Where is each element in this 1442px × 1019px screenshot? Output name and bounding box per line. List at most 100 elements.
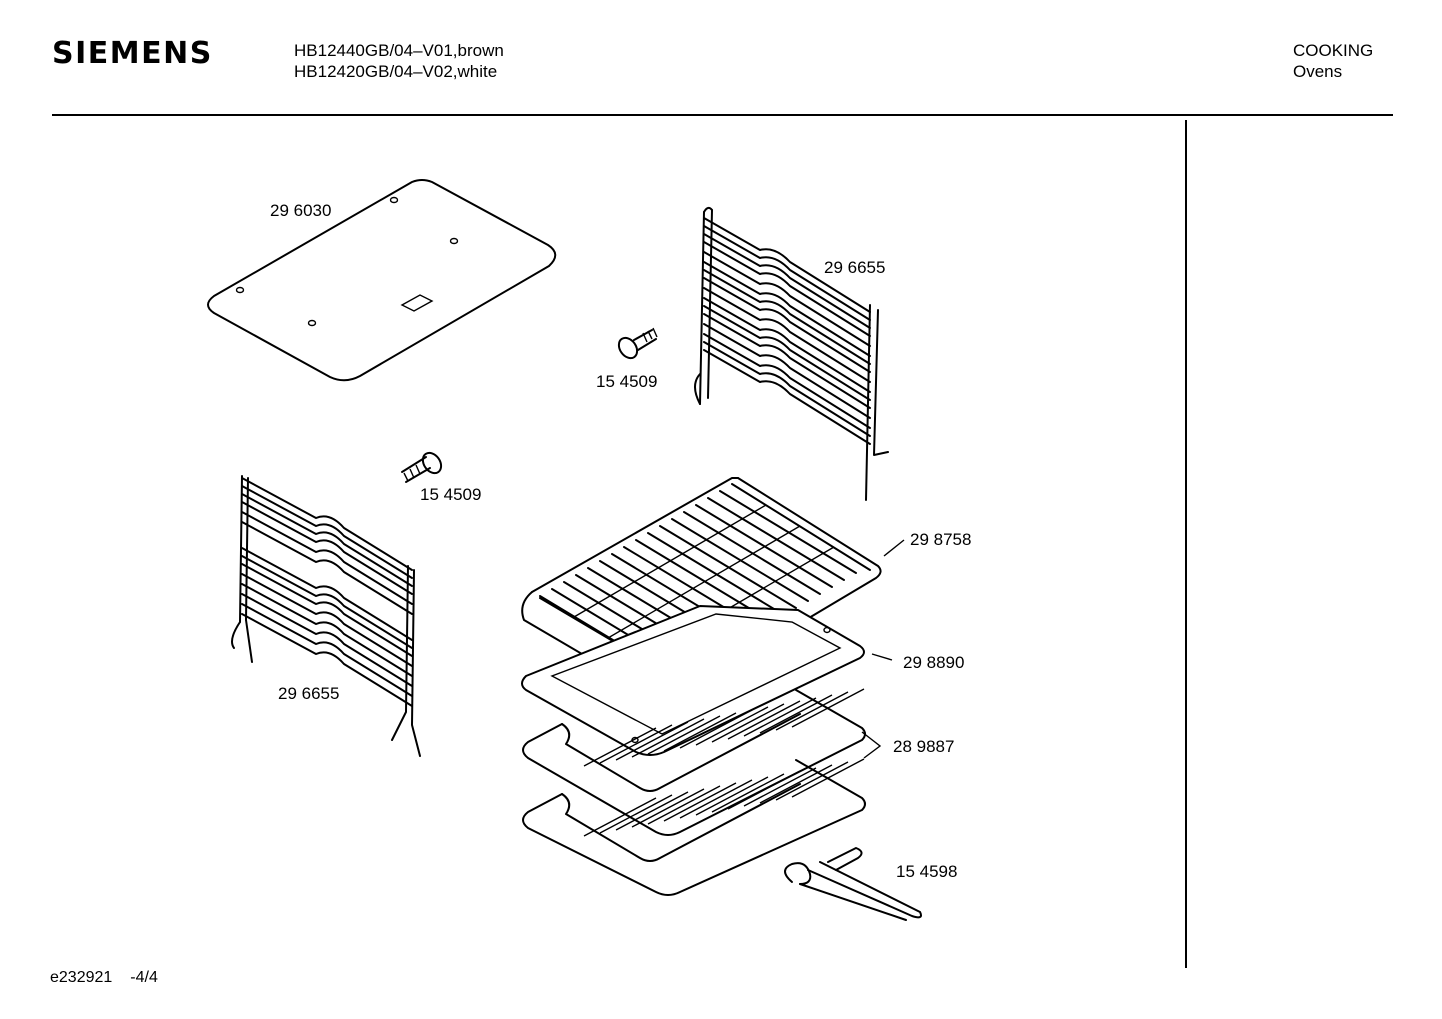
grid-bar xyxy=(711,773,785,813)
support-wire xyxy=(703,287,871,383)
support-wire xyxy=(703,297,871,393)
support-wire xyxy=(241,511,413,605)
rack-bar xyxy=(647,532,785,616)
rack-crossbar xyxy=(573,504,767,618)
grid-bar xyxy=(599,794,673,834)
support-wire xyxy=(703,313,871,409)
grid-bar xyxy=(663,782,737,822)
support-wire xyxy=(241,583,413,677)
support-wire xyxy=(703,305,871,401)
grid-bar xyxy=(775,691,849,731)
part-label-shelf-support-left: 29 6655 xyxy=(278,684,339,703)
grid-bar xyxy=(727,700,801,740)
rack-bar xyxy=(683,511,821,595)
grid-bar xyxy=(775,761,849,801)
part-label-baking-tray: 29 8890 xyxy=(903,653,964,672)
part-label-wire-rack: 29 8758 xyxy=(910,530,971,549)
support-wire xyxy=(241,593,413,687)
support-wire xyxy=(241,603,413,697)
doc-id: e232921 xyxy=(50,969,113,986)
grid-bar xyxy=(759,694,833,734)
baking-tray-drawing xyxy=(521,605,865,756)
grid-bar xyxy=(743,697,817,737)
support-wire xyxy=(241,573,413,667)
rack-crossbar xyxy=(607,525,801,639)
header-rule xyxy=(52,114,1393,116)
rack-bar xyxy=(671,518,809,602)
model-line-1: HB12440GB/04–V01,brown xyxy=(294,41,504,60)
grid-bar xyxy=(663,712,737,752)
subcategory: Ovens xyxy=(1293,62,1343,81)
support-wire xyxy=(241,547,413,641)
part-label-shelf-support-right: 29 6655 xyxy=(824,258,885,277)
support-wire xyxy=(703,217,871,313)
tray-handle-drawing xyxy=(784,847,922,921)
grid-bar xyxy=(647,785,721,825)
model-list: HB12440GB/04–V01,brown HB12420GB/04–V02,… xyxy=(294,40,504,82)
grid-bar xyxy=(695,776,769,816)
rack-bar xyxy=(707,497,845,581)
grid-bar xyxy=(711,703,785,743)
support-wire xyxy=(703,277,871,373)
support-wire xyxy=(703,349,871,445)
grid-bar xyxy=(583,727,657,767)
support-wire xyxy=(241,493,413,587)
brand-logo: SIEMENS xyxy=(52,36,213,71)
rack-bar xyxy=(659,525,797,609)
support-wire xyxy=(703,251,871,347)
grid-rail xyxy=(561,713,801,792)
support-wire xyxy=(241,485,413,579)
rack-bar xyxy=(719,490,857,574)
support-wire xyxy=(703,269,871,365)
support-wire xyxy=(241,563,413,657)
grid-rail xyxy=(561,783,801,862)
part-label-tray-handle: 15 4598 xyxy=(896,862,957,881)
grid-bar xyxy=(615,791,689,831)
grid-bar xyxy=(631,788,705,828)
model-line-2: HB12420GB/04–V02,white xyxy=(294,62,498,81)
grid-bar xyxy=(583,797,657,837)
grid-bar xyxy=(727,770,801,810)
grid-bar xyxy=(679,779,753,819)
part-label-screw-lower: 15 4509 xyxy=(420,485,481,504)
part-label-grill-grids: 28 9887 xyxy=(893,737,954,756)
leader-lines xyxy=(861,539,905,759)
rack-bar xyxy=(695,504,833,588)
footer: e232921 -4/4 xyxy=(50,969,176,987)
screw-lower-drawing xyxy=(401,451,443,483)
grid-bar xyxy=(759,764,833,804)
side-rule xyxy=(1185,120,1187,968)
support-wire xyxy=(703,333,871,429)
part-label-screw-upper: 15 4509 xyxy=(596,372,657,391)
part-label-plate: 29 6030 xyxy=(270,201,331,220)
category-block: COOKING Ovens xyxy=(1293,40,1373,82)
support-wire xyxy=(241,501,413,595)
grill-grids-drawing xyxy=(522,688,866,896)
grid-bar xyxy=(743,767,817,807)
support-wire xyxy=(703,261,871,357)
grid-bar xyxy=(695,706,769,746)
grid-bar xyxy=(631,718,705,758)
category: COOKING xyxy=(1293,41,1374,60)
shelf-support-right-drawing xyxy=(694,206,889,501)
grid-bar xyxy=(647,715,721,755)
grid-bar xyxy=(599,724,673,764)
support-wire xyxy=(703,225,871,321)
support-wire xyxy=(241,477,413,571)
support-wire xyxy=(241,521,413,615)
grid-bar xyxy=(791,688,865,728)
plate-drawing xyxy=(207,179,557,382)
support-wire xyxy=(703,233,871,329)
support-wire xyxy=(703,323,871,419)
support-wire xyxy=(241,613,413,707)
page-number: -4/4 xyxy=(130,969,158,986)
grid-bar xyxy=(679,709,753,749)
support-wire xyxy=(241,555,413,649)
screw-upper-drawing xyxy=(617,327,658,360)
support-wire xyxy=(703,341,871,437)
grid-bar xyxy=(615,721,689,761)
support-wire xyxy=(703,241,871,337)
shelf-support-left-drawing xyxy=(231,475,421,757)
grid-bar xyxy=(791,758,865,798)
